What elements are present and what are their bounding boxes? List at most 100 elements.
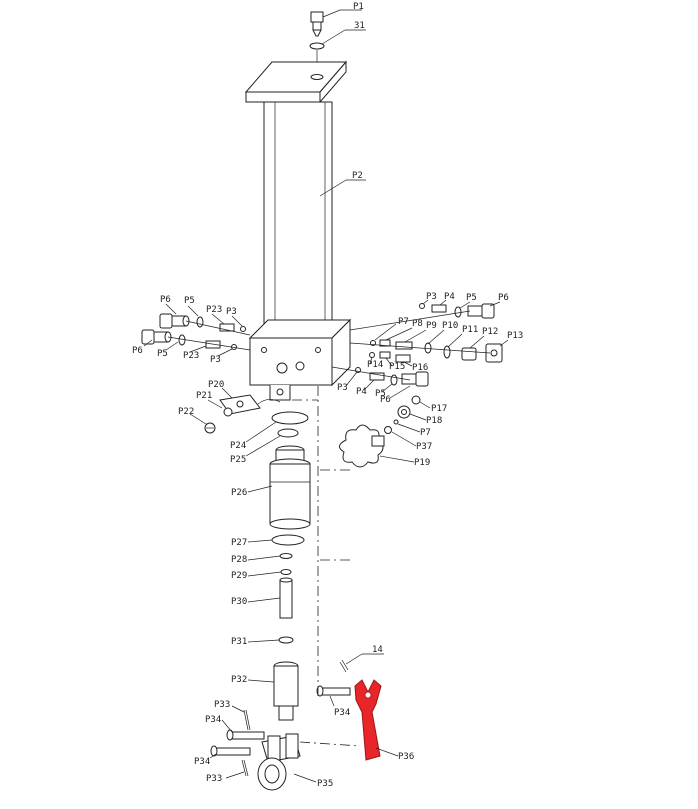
label-p6-right-upper: P6 [498, 293, 509, 303]
part-p14-ball [369, 352, 375, 358]
part-p34-pin-right [316, 685, 351, 697]
label-p34-right: P34 [334, 708, 350, 718]
label-p16: P16 [412, 363, 428, 373]
label-p27: P27 [231, 538, 247, 548]
label-p21: P21 [196, 391, 212, 401]
label-p4-right-lower: P4 [356, 387, 367, 397]
part-p3-ball-left-upper [240, 326, 246, 332]
label-p23-left-upper: P23 [206, 305, 222, 315]
part-p8-seat [379, 339, 391, 347]
label-p34-upper: P34 [205, 715, 221, 725]
part-p6-plug-left-lower [141, 329, 172, 345]
part-p19-knob [339, 424, 385, 468]
part-p28-washer [279, 553, 293, 559]
label-p5-left-lower: P5 [157, 349, 168, 359]
label-p29: P29 [231, 571, 247, 581]
label-p35: P35 [317, 779, 333, 789]
label-p19: P19 [414, 458, 430, 468]
label-p8: P8 [412, 319, 423, 329]
label-p13: P13 [507, 331, 523, 341]
label-p3-left-lower: P3 [210, 355, 221, 365]
part-p5-oring-right-upper [454, 306, 462, 318]
label-p6-right-lower: P6 [380, 395, 391, 405]
part-31-washer [309, 42, 325, 50]
part-p6-plug-right-lower [401, 371, 429, 387]
part-p30-rod [279, 577, 293, 619]
label-p3-right-upper: P3 [426, 292, 437, 302]
part-p31-clip [278, 636, 294, 644]
part-14-cotter [339, 659, 349, 673]
part-p16-spring [395, 354, 411, 363]
label-p4-right-upper: P4 [444, 292, 455, 302]
part-valve-block [248, 318, 352, 401]
label-p2: P2 [352, 171, 363, 181]
label-p33-upper: P33 [214, 700, 230, 710]
label-p7-upper: P7 [398, 317, 409, 327]
part-p36-handle-highlighted [354, 679, 382, 761]
label-p23-left-lower: P23 [183, 351, 199, 361]
part-p37-ring [384, 426, 392, 434]
part-p4-spring-right-upper [431, 304, 447, 313]
part-p4-spring-right-lower [369, 372, 385, 381]
part-p23-spring-left-upper [219, 323, 235, 332]
label-p5-left-upper: P5 [184, 296, 195, 306]
label-p20: P20 [208, 380, 224, 390]
part-p24-oring [271, 411, 309, 425]
part-p6-plug-right-upper [467, 303, 495, 319]
label-p36: P36 [398, 752, 414, 762]
part-p27-seal [271, 534, 305, 546]
part-p15-seat [379, 351, 391, 359]
label-p12: P12 [482, 327, 498, 337]
label-p28: P28 [231, 555, 247, 565]
part-p5-oring-left-upper [196, 316, 204, 328]
label-p17: P17 [431, 404, 447, 414]
part-p23-spring-left-lower [205, 340, 221, 349]
part-p32-plunger [273, 661, 299, 721]
label-p10: P10 [442, 321, 458, 331]
part-p34-pin-upper [226, 729, 265, 741]
part-p10-washer [424, 342, 432, 354]
label-p22: P22 [178, 407, 194, 417]
label-p33-lower: P33 [206, 774, 222, 784]
label-p24: P24 [230, 441, 246, 451]
label-p15: P15 [389, 362, 405, 372]
part-p21-washer [223, 407, 233, 417]
part-p11-oring [443, 345, 451, 359]
part-p5-oring-left-lower [178, 334, 186, 346]
part-p25-seal [277, 428, 299, 438]
label-p1: P1 [353, 2, 364, 12]
part-p33-cotter-lower [241, 759, 249, 777]
part-p1-fitting [310, 11, 324, 37]
label-p25: P25 [230, 455, 246, 465]
label-p32: P32 [231, 675, 247, 685]
part-p18-nut [397, 405, 411, 419]
label-p6-left-lower: P6 [132, 346, 143, 356]
part-p35-base-clevis [257, 733, 301, 791]
label-p6-left-upper: P6 [160, 295, 171, 305]
label-p26: P26 [231, 488, 247, 498]
label-p5-right-upper: P5 [466, 293, 477, 303]
label-p7-lower: P7 [420, 428, 431, 438]
part-p7-ball-lower [393, 419, 399, 425]
label-p34-lower: P34 [194, 757, 210, 767]
label-p18: P18 [426, 416, 442, 426]
part-p6-plug-left-upper [159, 313, 190, 329]
part-p33-cotter-upper [243, 709, 251, 731]
label-p11: P11 [462, 325, 478, 335]
part-p26-piston [269, 445, 311, 530]
part-p34-pin-lower [210, 745, 251, 757]
label-p30: P30 [231, 597, 247, 607]
part-p5-oring-right-lower [390, 374, 398, 386]
label-p9: P9 [426, 321, 437, 331]
part-p17-washer [411, 395, 421, 405]
label-p37: P37 [416, 442, 432, 452]
part-p9-spring [395, 341, 413, 350]
label-31: 31 [354, 21, 365, 31]
label-p5-right-lower: P5 [375, 389, 386, 399]
part-p3-ball-right-upper [419, 303, 425, 309]
label-14: 14 [372, 645, 383, 655]
part-p29-ring [280, 569, 292, 575]
part-p22-screw [204, 422, 216, 434]
label-p14: P14 [367, 360, 383, 370]
